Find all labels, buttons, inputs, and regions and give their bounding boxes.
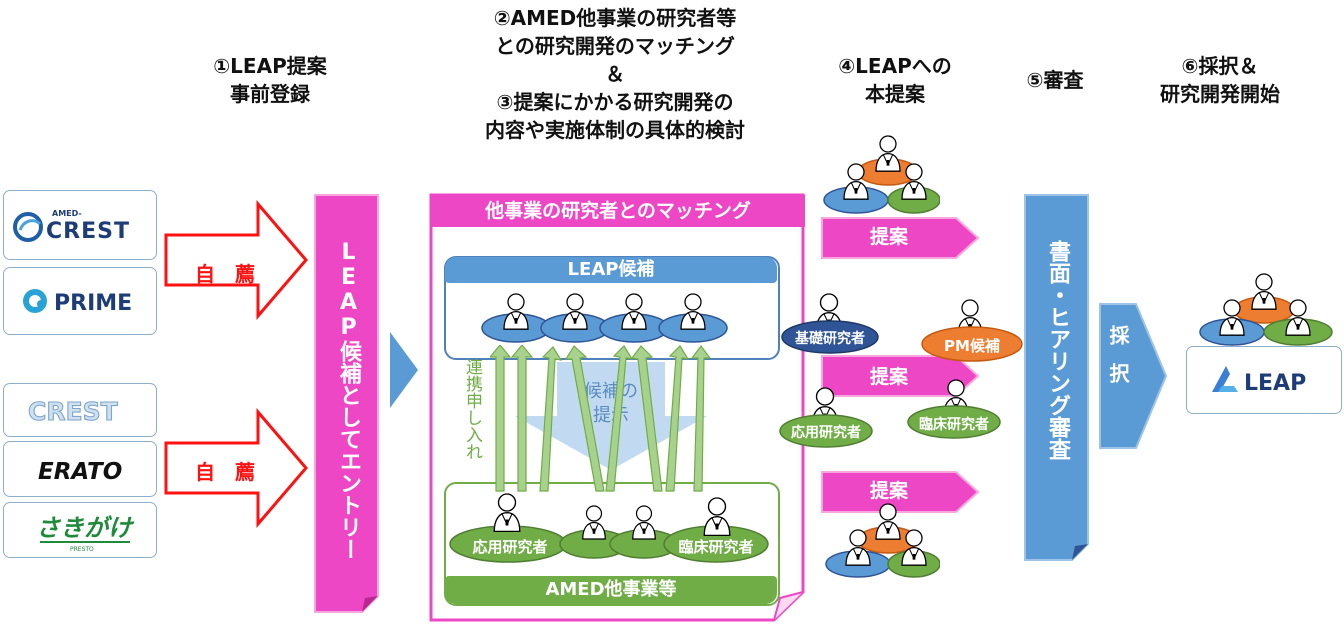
leap-team-persons	[1199, 273, 1333, 346]
self-recommend-arrow-1	[164, 200, 308, 320]
self-recommend-arrow-2	[164, 408, 308, 528]
amed-crest-small-text: AMED-	[52, 209, 82, 218]
amed-crest-text: CREST	[46, 219, 130, 244]
proposal-pm-label: PM候補	[944, 337, 1000, 355]
entry-label: LEAP候補としてエントリー	[336, 240, 361, 560]
proposal-arrow-1	[821, 217, 980, 259]
proposal-applied-label: 応用研究者	[791, 425, 861, 441]
sakigake-text: さきがけ	[36, 514, 135, 542]
amed-applied-label: 応用研究者	[472, 538, 548, 556]
proposal-clinical-label: 臨床研究者	[919, 417, 989, 433]
apply-label: 連携申し入れ	[462, 358, 482, 460]
erato-logo: ERATO	[3, 441, 157, 497]
adopt-label: 採択	[1106, 325, 1130, 401]
proposal-mixed-team	[779, 293, 1023, 448]
leap-candidate-persons	[481, 293, 728, 343]
proposal-label-3: 提案	[869, 480, 908, 502]
crest-text: CREST	[28, 397, 118, 426]
proposal-label-1: 提案	[869, 226, 908, 248]
step4-heading: ④LEAPへの本提案	[838, 54, 952, 106]
matching-panel-title: 他事業の研究者とのマッチング	[431, 195, 805, 227]
leap-text: LEAP	[1244, 371, 1306, 396]
presto-text: PRESTO	[70, 546, 94, 553]
proposal-label-2: 提案	[869, 366, 908, 388]
step5-heading: ⑤審査	[1026, 68, 1084, 92]
step2-3-heading: ②AMED他事業の研究者等 との研究開発のマッチング ＆ ③提案にかかる研究開発…	[485, 6, 745, 142]
amed-other-persons	[449, 493, 769, 563]
prime-logo: PRIME	[3, 267, 157, 335]
amed-clinical-label: 臨床研究者	[678, 538, 754, 556]
amed-other-title: AMED他事業等	[445, 576, 777, 604]
self-recommend-label-1: 自 薦	[195, 262, 255, 286]
review-label: 書面・ヒアリング審査	[1045, 240, 1070, 460]
apply-arrows	[490, 345, 712, 492]
proposal-group-top	[823, 135, 940, 214]
review-bar-shape	[1024, 194, 1089, 561]
flow-triangle-1	[390, 332, 418, 408]
step6-heading: ⑥採択＆研究開発開始	[1160, 54, 1280, 106]
proposal-group-bottom	[825, 503, 940, 578]
crest-logo: CREST	[3, 383, 157, 437]
prime-text: PRIME	[54, 291, 132, 316]
proposal-arrow-3	[821, 471, 980, 513]
amed-crest-logo: AMED- CREST	[3, 190, 157, 260]
entry-bar-shape	[314, 194, 379, 613]
present-arrow	[515, 362, 707, 470]
leap-logo: LEAP	[1186, 346, 1342, 414]
step1-heading: ①LEAP提案事前登録	[213, 54, 327, 106]
erato-text: ERATO	[38, 459, 122, 485]
leap-candidates-title: LEAP候補	[445, 257, 777, 283]
proposal-basic-label: 基礎研究者	[795, 331, 865, 347]
adopt-arrow-shape	[1099, 303, 1168, 449]
sakigake-logo: さきがけ PRESTO	[3, 502, 157, 558]
self-recommend-label-2: 自 薦	[195, 460, 255, 484]
